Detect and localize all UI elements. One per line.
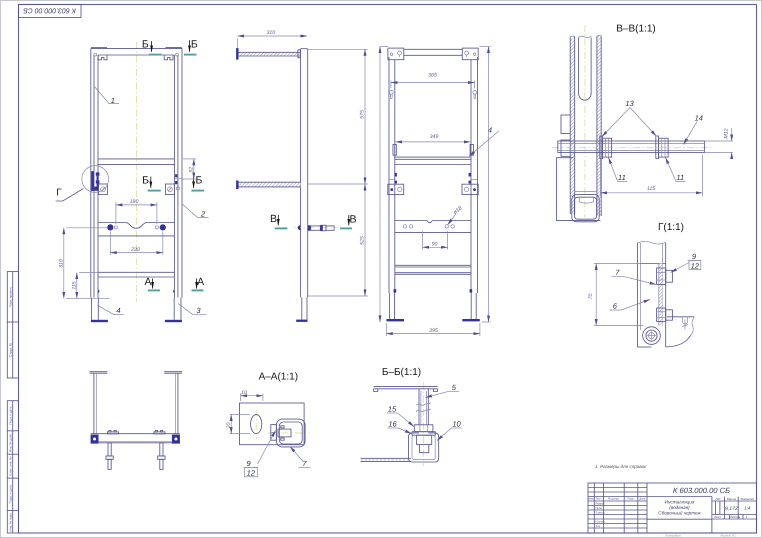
svg-text:10: 10 — [452, 420, 461, 429]
svg-text:Лист: Лист — [714, 515, 721, 519]
svg-text:Разраб.: Разраб. — [596, 502, 606, 505]
svg-text:Масса: Масса — [727, 497, 736, 501]
svg-text:6: 6 — [613, 302, 618, 311]
svg-text:4: 4 — [488, 126, 492, 135]
svg-text:11: 11 — [676, 173, 684, 182]
svg-text:3: 3 — [196, 306, 201, 315]
svg-text:4: 4 — [116, 306, 120, 315]
svg-text:15: 15 — [388, 405, 397, 414]
svg-text:12: 12 — [247, 469, 256, 478]
svg-text:Б: Б — [142, 175, 149, 187]
svg-text:Взам. инв. №: Взам. инв. № — [8, 456, 12, 476]
svg-text:Подп.: Подп. — [627, 498, 634, 501]
svg-text:Б: Б — [142, 38, 149, 50]
svg-text:180: 180 — [130, 199, 139, 205]
svg-text:Лист: Лист — [596, 498, 603, 501]
svg-text:11: 11 — [618, 173, 626, 182]
svg-text:1. Размеры для справок: 1. Размеры для справок — [595, 464, 647, 469]
svg-text:В: В — [349, 213, 356, 225]
svg-text:Перв. примен.: Перв. примен. — [8, 287, 12, 308]
svg-text:А: А — [197, 276, 204, 288]
svg-text:А–А(1:1): А–А(1:1) — [259, 372, 298, 383]
svg-text:Н.контр.: Н.контр. — [596, 520, 607, 523]
svg-text:Справ. №: Справ. № — [8, 342, 12, 357]
svg-text:Б: Б — [196, 175, 203, 187]
svg-text:Утв.: Утв. — [596, 525, 601, 528]
svg-text:7: 7 — [302, 459, 307, 468]
svg-text:Г: Г — [56, 188, 62, 199]
svg-text:1:4: 1:4 — [744, 506, 751, 511]
svg-text:Пров.: Пров. — [596, 507, 603, 510]
svg-text:Б–Б(1:1): Б–Б(1:1) — [382, 367, 421, 378]
svg-text:12: 12 — [691, 262, 700, 271]
svg-text:В–В(1:1): В–В(1:1) — [616, 24, 655, 35]
svg-text:Изм: Изм — [589, 498, 594, 501]
svg-text:230: 230 — [130, 247, 140, 253]
svg-text:10: 10 — [241, 390, 247, 396]
svg-text:2: 2 — [200, 210, 206, 219]
svg-text:Инсталляция: Инсталляция — [665, 500, 695, 505]
svg-text:1: 1 — [111, 96, 115, 105]
svg-text:365: 365 — [428, 73, 437, 79]
svg-text:Листов: Листов — [730, 515, 740, 519]
svg-text:9: 9 — [692, 252, 697, 261]
svg-text:9,172: 9,172 — [725, 506, 738, 512]
svg-text:310: 310 — [58, 259, 64, 268]
svg-text:575: 575 — [359, 110, 365, 119]
svg-text:9: 9 — [247, 459, 252, 468]
svg-text:Подп. и дата: Подп. и дата — [8, 485, 12, 504]
svg-text:В: В — [270, 213, 277, 225]
svg-text:Формат А1: Формат А1 — [720, 533, 736, 537]
svg-text:№ докум.: № докум. — [608, 498, 620, 501]
svg-text:К 603.000.00 СБ: К 603.000.00 СБ — [673, 486, 730, 495]
svg-text:ø18: ø18 — [452, 205, 463, 215]
svg-text:14: 14 — [695, 113, 703, 122]
svg-text:М12: М12 — [724, 128, 730, 138]
svg-text:Т.контр.: Т.контр. — [596, 511, 606, 514]
svg-text:16: 16 — [388, 420, 397, 429]
svg-text:Лит.: Лит. — [715, 497, 721, 501]
svg-text:Копировал: Копировал — [665, 533, 681, 537]
svg-text:5: 5 — [452, 383, 457, 392]
svg-text:К 603.000.00 СБ: К 603.000.00 СБ — [23, 7, 76, 14]
svg-text:(водяная): (водяная) — [669, 505, 690, 510]
svg-text:90: 90 — [432, 241, 438, 247]
svg-text:70: 70 — [588, 294, 594, 300]
svg-text:349: 349 — [430, 134, 439, 140]
svg-text:20: 20 — [226, 423, 232, 430]
svg-text:Сборочный чертеж: Сборочный чертеж — [658, 510, 701, 515]
svg-text:7: 7 — [615, 268, 620, 277]
svg-text:13: 13 — [625, 99, 634, 108]
svg-text:395: 395 — [429, 328, 438, 334]
svg-text:92: 92 — [188, 167, 194, 173]
svg-text:Г(1:1): Г(1:1) — [658, 222, 684, 233]
svg-text:Б: Б — [191, 38, 198, 50]
svg-text:А: А — [144, 276, 151, 288]
svg-text:1: 1 — [746, 515, 748, 519]
svg-text:115: 115 — [71, 281, 77, 289]
svg-text:Подп. и дата: Подп. и дата — [8, 406, 12, 425]
svg-text:Инв. № подл.: Инв. № подл. — [8, 512, 12, 531]
svg-text:525: 525 — [359, 236, 365, 245]
svg-text:Дата: Дата — [639, 498, 645, 501]
svg-text:Инв. № дубл.: Инв. № дубл. — [8, 433, 12, 452]
svg-text:310: 310 — [266, 30, 275, 36]
svg-text:115: 115 — [647, 186, 655, 192]
svg-text:Масштаб: Масштаб — [741, 497, 754, 501]
